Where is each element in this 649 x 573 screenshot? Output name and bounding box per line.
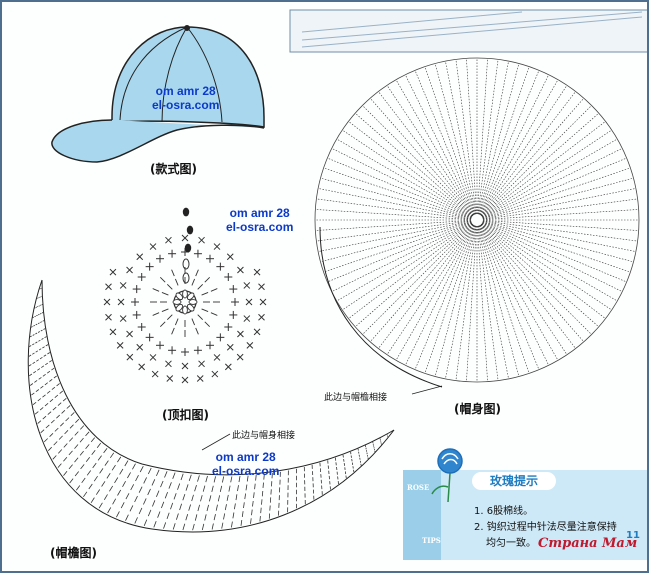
brim-stitches (28, 287, 389, 531)
body-join-pointer (411, 385, 443, 395)
brim-inner-edge (41, 279, 395, 476)
watermark-1: om amr 28 el-osra.com (152, 84, 219, 112)
tips-side-panel (403, 470, 441, 560)
tips-line-2: 2. 钩织过程中针法尽量注意保持 (474, 522, 617, 533)
button-stitch-marks (103, 234, 267, 384)
watermark-line1: om amr 28 (155, 84, 216, 98)
tips-title: 玫瑰提示 (472, 472, 556, 490)
watermark-3: om amr 28 el-osra.com (212, 450, 279, 478)
body-radial-lines (315, 58, 639, 382)
button-chain (182, 207, 194, 253)
caption-brim: (帽檐图) (50, 546, 97, 560)
fabric-strip (289, 9, 647, 53)
note-brim-join: 此边与帽身相接 (232, 431, 296, 441)
tips-line-1: 1. 6股棉线。 (474, 506, 534, 517)
watermark-line2: el-osra.com (226, 220, 294, 234)
button-chain-open (182, 258, 190, 284)
tips-badge-top: ROSE (407, 483, 430, 492)
watermark-line1: om amr 28 (229, 206, 290, 220)
button-stitch-rays (150, 267, 220, 337)
caption-style: (款式图) (150, 162, 197, 176)
note-body-join: 此边与帽檐相接 (324, 393, 388, 403)
page-number: 11 (626, 530, 640, 541)
watermark-2: om amr 28 el-osra.com (226, 206, 293, 234)
site-watermark: Страна Мам (538, 536, 638, 551)
tips-badge-bottom: TIPS (422, 536, 441, 545)
brim-outer-edge (27, 279, 395, 533)
caption-body: (帽身图) (454, 402, 501, 416)
watermark-line2: el-osra.com (152, 98, 220, 112)
body-outline (314, 57, 640, 383)
tips-line-3: 均匀一致。 (486, 538, 536, 549)
watermark-line2: el-osra.com (212, 464, 280, 478)
watermark-line1: om amr 28 (215, 450, 276, 464)
caption-button: (顶扣图) (162, 408, 209, 422)
body-join-edge (319, 226, 443, 388)
button-petals (172, 289, 198, 315)
brim-join-pointer (201, 433, 231, 451)
